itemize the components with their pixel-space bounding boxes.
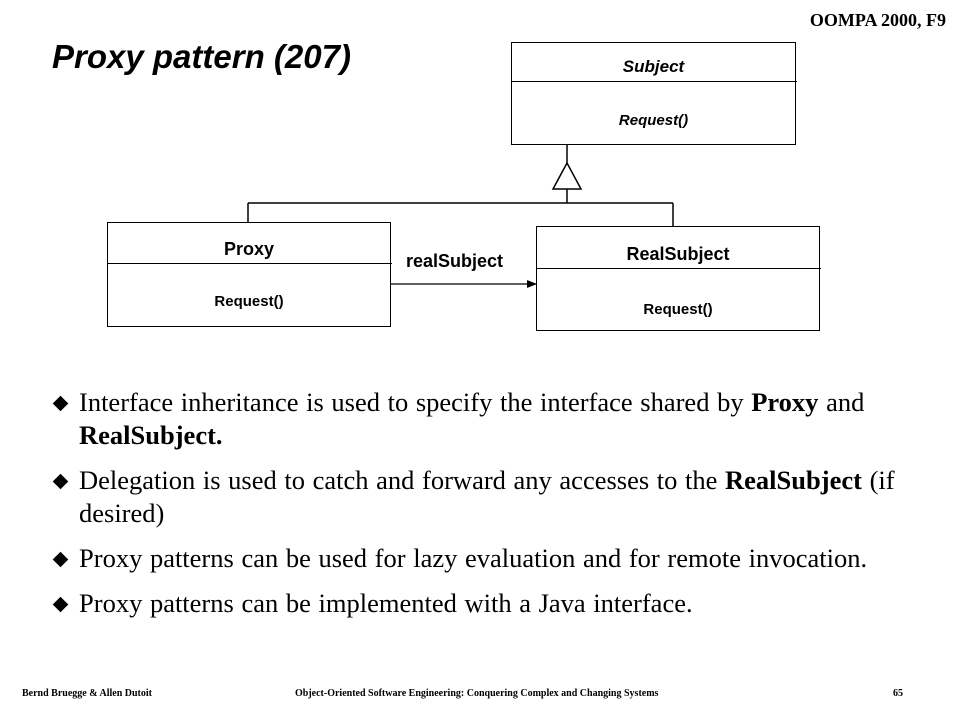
realsubject-class-box: RealSubject Request() xyxy=(536,226,821,331)
diamond-bullet-icon xyxy=(52,395,69,412)
bullet-item: Interface inheritance is used to specify… xyxy=(50,386,930,452)
subject-class-box: Subject Request() xyxy=(511,42,797,145)
bullet-text: Interface inheritance is used to specify… xyxy=(79,387,865,450)
proxy-class-divider xyxy=(108,263,392,264)
inheritance-connector xyxy=(247,143,674,226)
bullet-item: Proxy patterns can be implemented with a… xyxy=(50,587,930,620)
association-label: realSubject xyxy=(406,251,504,271)
realsubject-class-operation: Request() xyxy=(643,301,713,318)
bullet-item: Delegation is used to catch and forward … xyxy=(50,464,930,530)
proxy-class-box: Proxy Request() xyxy=(107,222,392,327)
bullet-text: Proxy patterns can be implemented with a… xyxy=(79,588,693,618)
footer-page-number: 65 xyxy=(893,688,903,699)
bullet-list: Interface inheritance is used to specify… xyxy=(50,386,930,632)
footer-book-title: Object-Oriented Software Engineering: Co… xyxy=(295,688,659,699)
slide-title: Proxy pattern (207) xyxy=(52,38,351,75)
footer-authors: Bernd Bruegge & Allen Dutoit xyxy=(22,688,152,699)
realsubject-class-name: RealSubject xyxy=(626,244,730,264)
subject-class-name: Subject xyxy=(622,57,685,76)
proxy-class-name: Proxy xyxy=(223,239,275,259)
subject-class-operation: Request() xyxy=(618,112,689,129)
bullet-text: Delegation is used to catch and forward … xyxy=(79,465,895,528)
subject-class-divider xyxy=(512,81,797,82)
diamond-bullet-icon xyxy=(52,473,69,490)
bullet-text: Proxy patterns can be used for lazy eval… xyxy=(79,543,868,573)
diamond-bullet-icon xyxy=(52,551,69,568)
bullet-item: Proxy patterns can be used for lazy eval… xyxy=(50,542,930,575)
course-label: OOMPA 2000, F9 xyxy=(809,10,946,30)
proxy-class-operation: Request() xyxy=(214,293,284,310)
generalization-triangle xyxy=(551,161,583,190)
diamond-bullet-icon xyxy=(52,596,69,613)
realsubject-class-divider xyxy=(537,268,821,269)
